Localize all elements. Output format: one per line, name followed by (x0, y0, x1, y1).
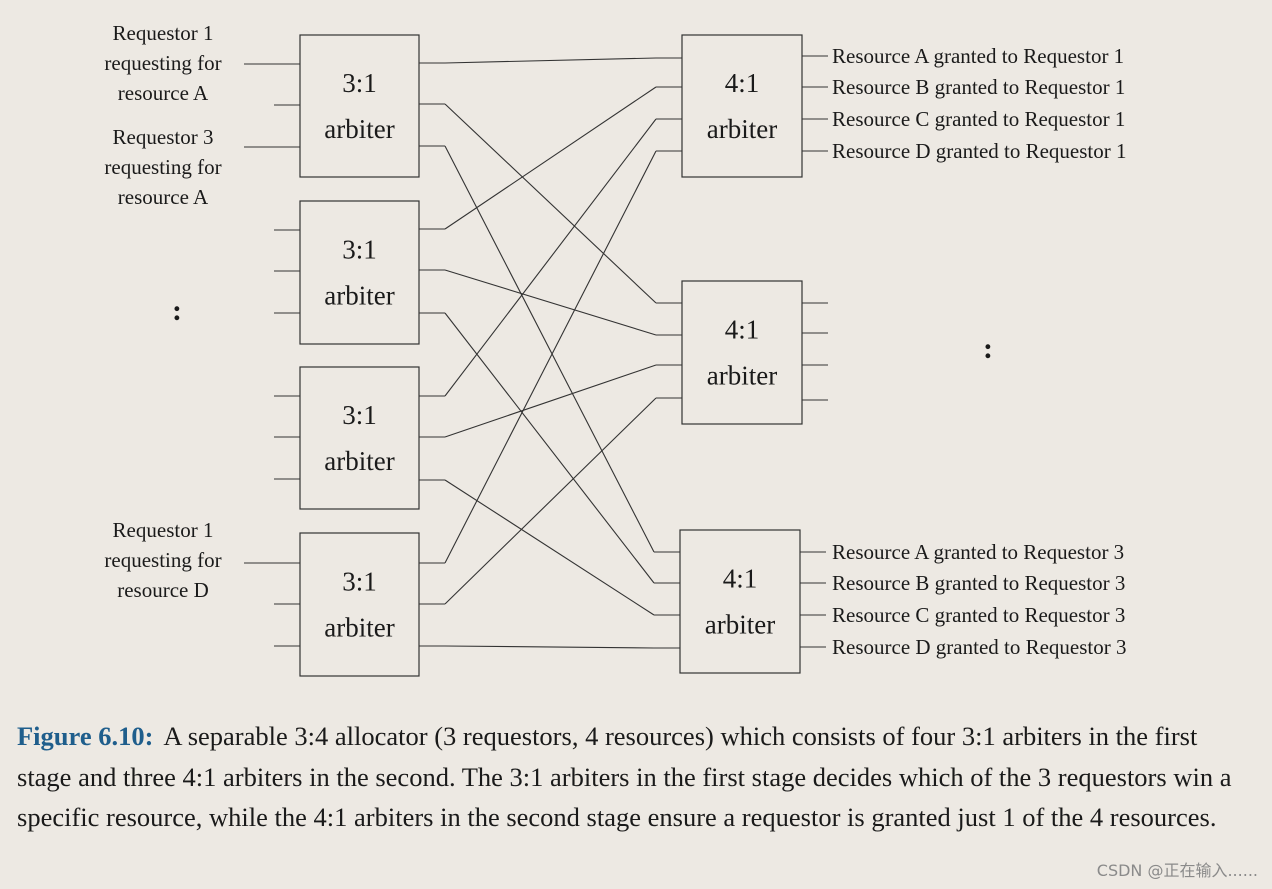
s1-arbiter-label-0: arbiter (324, 114, 394, 144)
s1-arbiter-box-3 (299, 532, 420, 677)
requestor-label-2-2: resource D (117, 578, 209, 602)
output-label-top-1: Resource B granted to Requestor 1 (832, 75, 1125, 99)
s1-arbiter-box-0 (299, 34, 420, 178)
s2-arbiter-label-1: arbiter (707, 361, 777, 391)
output-label-bottom-3: Resource D granted to Requestor 3 (832, 635, 1127, 659)
crossbar-wire-1-0 (444, 86, 657, 230)
caption-label: Figure 6.10: (17, 721, 154, 751)
ellipsis-right: : (983, 332, 993, 365)
crossbar-wire-2-2 (444, 479, 655, 616)
s1-arbiter-box-2 (299, 366, 420, 510)
crossbar-wire-1-2 (444, 312, 655, 584)
s1-arbiter-label-1: arbiter (324, 281, 394, 311)
output-label-bottom-1: Resource B granted to Requestor 3 (832, 571, 1125, 595)
crossbar-wire-1-1 (444, 269, 657, 336)
s2-arbiter-label-2: arbiter (705, 610, 775, 640)
requestor-label-0-1: requesting for (104, 51, 221, 75)
output-label-bottom-0: Resource A granted to Requestor 3 (832, 540, 1124, 564)
s2-arbiter-ratio-0: 4:1 (725, 68, 760, 98)
crossbar-wire-3-2 (444, 645, 655, 649)
requestor-label-1-2: resource A (118, 185, 209, 209)
s1-arbiter-ratio-1: 3:1 (342, 235, 377, 265)
output-label-top-2: Resource C granted to Requestor 1 (832, 107, 1125, 131)
crossbar-wire-2-1 (444, 364, 657, 438)
crossbar-wire-2-0 (444, 118, 657, 397)
allocator-diagram: 3:1 arbiter 3:1 arbiter 3:1 arbiter 3:1 arbiter… (104, 21, 1127, 677)
crossbar-wire-0-0 (444, 57, 657, 64)
s1-arbiter-ratio-0: 3:1 (342, 68, 377, 98)
requestor-label-2-0: Requestor 1 (113, 518, 214, 542)
s2-arbiter-box-2 (679, 529, 801, 674)
s1-arbiter-label-2: arbiter (324, 446, 394, 476)
s1-arbiter-ratio-3: 3:1 (342, 567, 377, 597)
s1-arbiter-ratio-2: 3:1 (342, 400, 377, 430)
s2-arbiter-ratio-2: 4:1 (723, 564, 758, 594)
requestor-label-0-0: Requestor 1 (113, 21, 214, 45)
figure-caption: Figure 6.10:A separable 3:4 allocator (3… (17, 716, 1257, 838)
crossbar-wire-3-1 (444, 397, 657, 605)
boxes-layer (299, 34, 803, 677)
wires-layer (244, 55, 828, 649)
s1-arbiter-label-3: arbiter (324, 613, 394, 643)
output-label-top-3: Resource D granted to Requestor 1 (832, 139, 1127, 163)
requestor-label-2-1: requesting for (104, 548, 221, 572)
s2-arbiter-box-0 (681, 34, 803, 178)
s2-arbiter-label-0: arbiter (707, 114, 777, 144)
output-label-bottom-2: Resource C granted to Requestor 3 (832, 603, 1125, 627)
caption-text: A separable 3:4 allocator (3 requestors,… (17, 721, 1232, 832)
requestor-label-0-2: resource A (118, 81, 209, 105)
crossbar-wire-0-2 (444, 145, 655, 553)
labels-layer: 3:1 arbiter 3:1 arbiter 3:1 arbiter 3:1 arbiter… (104, 21, 1126, 659)
crossbar-wire-0-1 (444, 103, 657, 304)
output-label-top-0: Resource A granted to Requestor 1 (832, 44, 1124, 68)
requestor-label-1-0: Requestor 3 (113, 125, 214, 149)
watermark: CSDN @正在输入...... (1096, 861, 1258, 880)
s2-arbiter-ratio-1: 4:1 (725, 315, 760, 345)
requestor-label-1-1: requesting for (104, 155, 221, 179)
ellipsis-left: : (172, 294, 182, 327)
crossbar-wire-3-0 (444, 150, 657, 564)
s2-arbiter-box-1 (681, 280, 803, 425)
s1-arbiter-box-1 (299, 200, 420, 345)
